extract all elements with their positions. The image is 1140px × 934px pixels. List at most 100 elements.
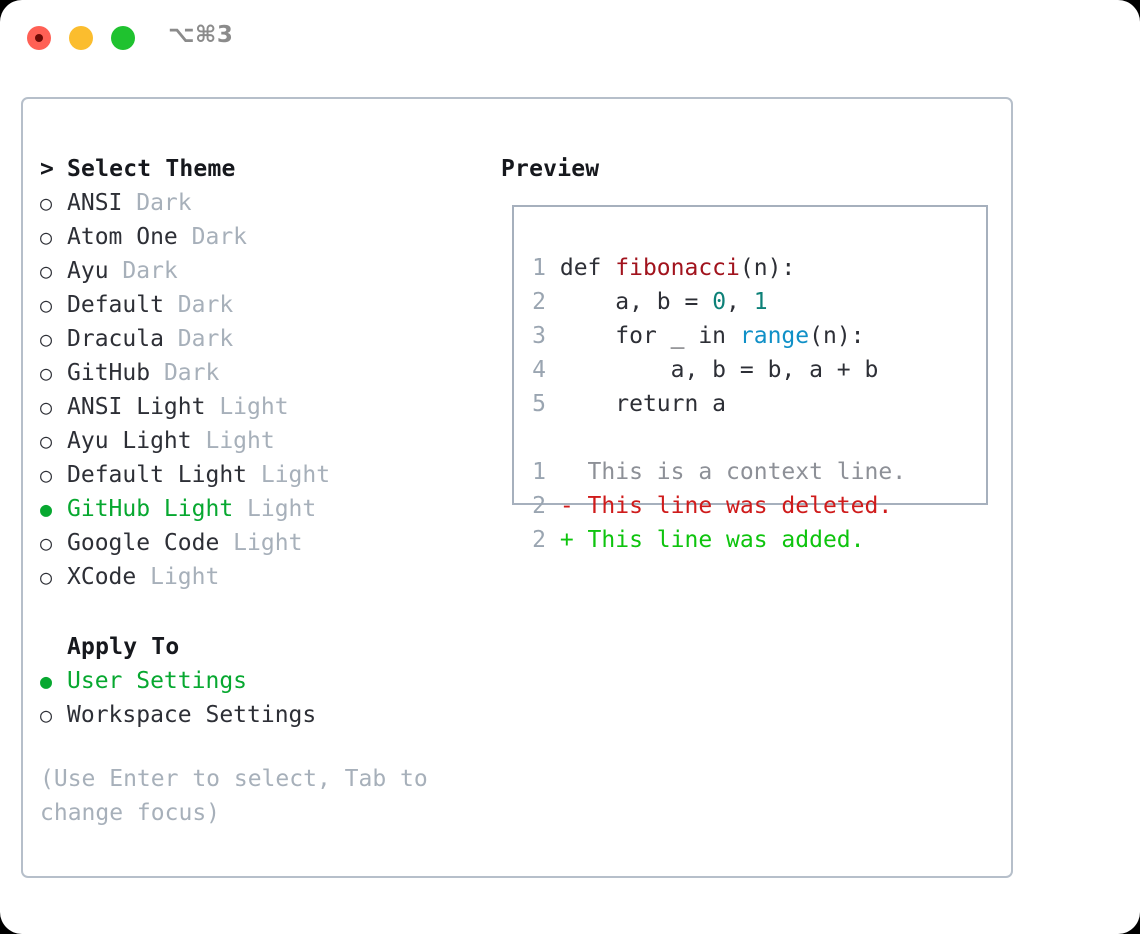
code-gutter-space bbox=[546, 357, 560, 383]
list-item[interactable]: ○ANSI Dark bbox=[40, 186, 480, 220]
list-item[interactable]: ○Default Light Light bbox=[40, 458, 480, 492]
radio-unselected-icon[interactable]: ○ bbox=[40, 463, 53, 487]
code-token: a, b = bbox=[559, 289, 713, 315]
apply-to-heading: Apply To bbox=[40, 630, 480, 664]
item-category-label: Dark bbox=[163, 292, 234, 318]
item-label: ANSI Light bbox=[67, 394, 206, 420]
main-panel: > Select Theme ○ ANSI Dark ○ Atom One Dark ○ A… bbox=[21, 97, 1013, 878]
heading-indent bbox=[40, 630, 67, 664]
radio-unselected-icon[interactable]: ○ bbox=[40, 703, 53, 727]
item-category-label: Dark bbox=[163, 326, 234, 352]
code-line: 1 def fibonacci(n): bbox=[522, 251, 906, 285]
keyboard-shortcut-label: ⌥⌘3 bbox=[168, 22, 234, 48]
radio-selected-icon[interactable]: ● bbox=[40, 497, 53, 521]
list-item[interactable]: ○GitHub Dark bbox=[40, 356, 480, 390]
item-label: Ayu bbox=[67, 258, 109, 284]
radio-unselected-icon[interactable]: ○ bbox=[40, 225, 53, 249]
code-token: - This line was deleted. bbox=[559, 493, 893, 519]
radio-unselected-icon[interactable]: ○ bbox=[40, 191, 53, 215]
list-item[interactable]: ● User Settings bbox=[40, 664, 480, 698]
code-token: a, b = b, a + b bbox=[559, 357, 879, 383]
item-category-label: Light bbox=[191, 428, 275, 454]
item-category-label: Light bbox=[136, 564, 220, 590]
caret-icon: > bbox=[40, 156, 55, 182]
close-window-icon[interactable] bbox=[27, 26, 51, 50]
keyboard-hint-text: (Use Enter to select, Tab to change focu… bbox=[40, 766, 442, 826]
code-gutter-space bbox=[546, 323, 560, 349]
code-blank-line bbox=[522, 421, 906, 455]
item-label: Google Code bbox=[67, 530, 220, 556]
radio-selected-icon[interactable]: ● bbox=[40, 669, 53, 693]
theme-selection-column: > Select Theme ○ ANSI Dark ○ Atom One Dark ○ A… bbox=[40, 152, 480, 830]
code-gutter-space bbox=[546, 493, 560, 519]
code-line: 2 a, b = 0, 1 bbox=[522, 285, 906, 319]
line-number: 2 bbox=[532, 527, 546, 553]
list-item[interactable]: ○ ANSI Light Light bbox=[40, 390, 480, 424]
list-item[interactable]: ● GitHub Light Light bbox=[40, 492, 480, 526]
item-label: XCode bbox=[67, 564, 137, 590]
list-item[interactable]: ○ Ayu Light Light bbox=[40, 424, 480, 458]
line-number: 3 bbox=[532, 323, 546, 349]
radio-unselected-icon[interactable]: ○ bbox=[40, 327, 53, 351]
radio-unselected-icon[interactable]: ○ bbox=[40, 395, 53, 419]
item-label: Default bbox=[67, 292, 164, 318]
list-item[interactable]: ○ Default Dark bbox=[40, 288, 480, 322]
radio-unselected-icon[interactable]: ○ bbox=[40, 293, 53, 317]
item-category-label: Light bbox=[205, 394, 289, 420]
item-category-label: Dark bbox=[177, 224, 248, 250]
code-line: 4 a, b = b, a + b bbox=[522, 353, 906, 387]
code-token: 1 bbox=[753, 289, 768, 315]
list-item[interactable]: ○ XCode Light bbox=[40, 560, 480, 594]
item-label: User Settings bbox=[67, 668, 248, 694]
code-token: 0 bbox=[712, 289, 727, 315]
code-token: return a bbox=[559, 391, 727, 417]
code-gutter-space bbox=[546, 459, 560, 485]
list-item[interactable]: ○Ayu Dark bbox=[40, 254, 480, 288]
item-label: Dracula bbox=[67, 326, 164, 352]
radio-unselected-icon[interactable]: ○ bbox=[40, 429, 53, 453]
theme-list[interactable]: ○ ANSI Dark ○ Atom One Dark ○ Ayu Dark ○ Defaul… bbox=[40, 186, 480, 594]
apply-to-label: Apply To bbox=[67, 634, 180, 660]
item-label: GitHub Light bbox=[67, 496, 234, 522]
radio-unselected-icon[interactable]: ○ bbox=[40, 361, 53, 385]
list-item[interactable]: ○Workspace Settings bbox=[40, 698, 480, 732]
item-label: ANSI bbox=[67, 190, 123, 216]
title-bar: ⌥⌘3 bbox=[0, 0, 1140, 78]
line-number: 5 bbox=[532, 391, 546, 417]
code-line: 2 + This line was added. bbox=[522, 523, 906, 557]
radio-unselected-icon[interactable]: ○ bbox=[40, 531, 53, 555]
code-gutter-space bbox=[546, 289, 560, 315]
code-line: 2 - This line was deleted. bbox=[522, 489, 906, 523]
traffic-light-buttons bbox=[27, 26, 135, 50]
item-label: Atom One bbox=[67, 224, 178, 250]
line-number: 1 bbox=[532, 255, 546, 281]
code-token: + This line was added. bbox=[559, 527, 865, 553]
radio-unselected-icon[interactable]: ○ bbox=[40, 259, 53, 283]
apply-to-list[interactable]: ● User Settings ○Workspace Settings bbox=[40, 664, 480, 732]
line-number: 1 bbox=[532, 459, 546, 485]
list-item[interactable]: ○ Atom One Dark bbox=[40, 220, 480, 254]
code-token: (n): bbox=[809, 323, 865, 349]
radio-unselected-icon[interactable]: ○ bbox=[40, 565, 53, 589]
code-token: (n): bbox=[739, 255, 796, 281]
item-category-label: Light bbox=[233, 496, 317, 522]
maximize-window-icon[interactable] bbox=[111, 26, 135, 50]
item-label: Default Light bbox=[67, 462, 248, 488]
list-item[interactable]: ○ Google Code Light bbox=[40, 526, 480, 560]
spacer bbox=[40, 732, 480, 762]
item-category-label: Light bbox=[219, 530, 303, 556]
code-token: , bbox=[726, 289, 754, 315]
select-theme-label: Select Theme bbox=[67, 156, 236, 182]
item-label: Ayu Light bbox=[67, 428, 192, 454]
line-number: 4 bbox=[532, 357, 546, 383]
list-item[interactable]: ○ Dracula Dark bbox=[40, 322, 480, 356]
minimize-window-icon[interactable] bbox=[69, 26, 93, 50]
item-category-label: Dark bbox=[150, 360, 220, 386]
preview-column: Preview 1 def fibonacci(n):2 a, b = 0, 1… bbox=[501, 152, 991, 553]
spacer bbox=[40, 594, 480, 630]
code-token: This is a context line. bbox=[559, 459, 907, 485]
code-token: def bbox=[559, 255, 616, 281]
